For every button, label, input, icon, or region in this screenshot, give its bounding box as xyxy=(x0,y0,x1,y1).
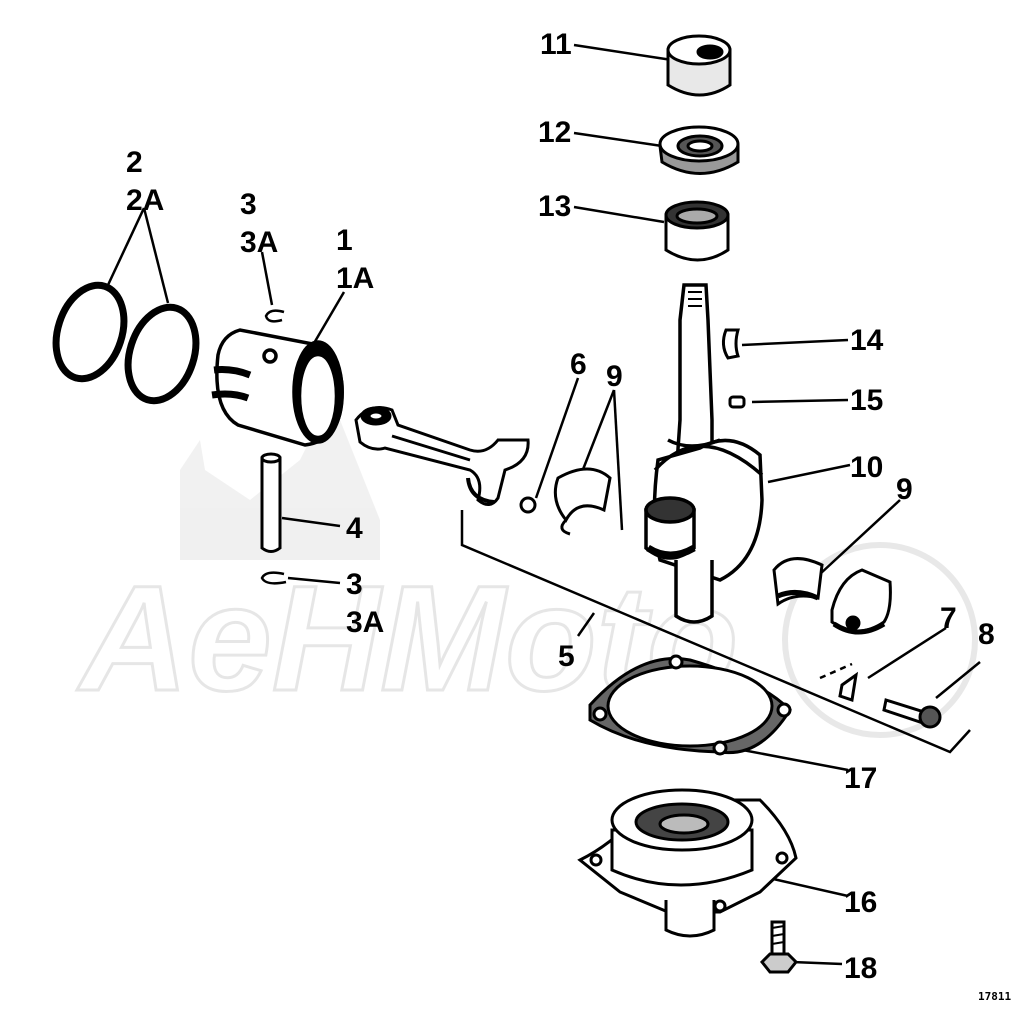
piston-rings-2 xyxy=(52,281,200,405)
watermark: AeHMoto xyxy=(75,380,978,738)
circlip-3-top xyxy=(264,309,285,323)
callout-label: 1 xyxy=(336,224,353,257)
callout-label: 11 xyxy=(540,28,572,61)
callout-label: 3 xyxy=(240,188,257,221)
circlip-3-bottom xyxy=(260,571,287,585)
callout-label: 3 xyxy=(346,568,363,601)
callout-label: 1A xyxy=(336,262,374,295)
callout-label: 5 xyxy=(558,640,575,673)
callout-label: 15 xyxy=(850,384,883,417)
crankshaft-10 xyxy=(644,283,764,624)
clip-7 xyxy=(838,671,859,702)
piston-1 xyxy=(211,328,344,447)
callout-label: 3A xyxy=(240,226,278,259)
bearing-cup-11 xyxy=(666,34,732,97)
callout-label: 10 xyxy=(850,451,883,484)
lower-housing-16 xyxy=(577,788,798,938)
roller-cage-9-right xyxy=(772,557,892,635)
dowel-6 xyxy=(519,496,537,514)
callout-label: 16 xyxy=(844,886,877,919)
callout-label: 8 xyxy=(978,618,995,651)
callout-label: 3A xyxy=(346,606,384,639)
key-14 xyxy=(721,328,740,360)
callout-label: 9 xyxy=(606,360,623,393)
callout-label: 2 xyxy=(126,146,143,179)
seal-12 xyxy=(658,125,740,175)
key-15 xyxy=(728,395,746,409)
roller-cage-9-left xyxy=(553,467,612,536)
leader-lines xyxy=(106,43,981,966)
callout-label: 4 xyxy=(346,512,363,545)
callout-label: 18 xyxy=(844,952,877,985)
pin-4 xyxy=(260,452,282,553)
callout-label: 6 xyxy=(570,348,587,381)
callout-label: 12 xyxy=(538,116,571,149)
callout-label: 9 xyxy=(896,473,913,506)
callout-label: 2A xyxy=(126,184,164,217)
connecting-rod xyxy=(354,406,530,506)
drawing-code: 17811 xyxy=(978,990,1011,1003)
gasket-17 xyxy=(588,654,792,756)
bolt-18 xyxy=(759,920,799,974)
callout-label: 17 xyxy=(844,762,877,795)
screw-8 xyxy=(882,698,942,729)
callout-label: 13 xyxy=(538,190,571,223)
callout-label: 14 xyxy=(850,324,884,357)
callout-label: 7 xyxy=(940,602,957,635)
needle-bearing-13 xyxy=(664,200,730,262)
